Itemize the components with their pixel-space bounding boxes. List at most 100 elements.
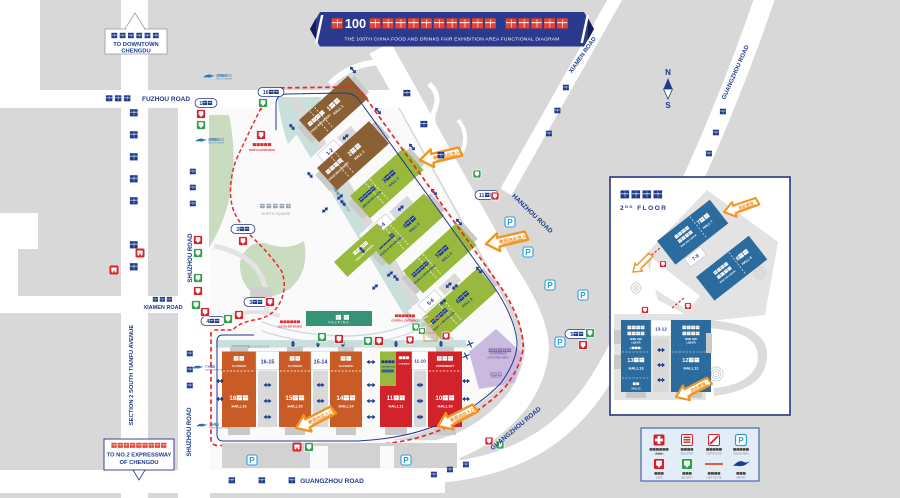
svg-text:GUANGZHOU ROAD STATION: GUANGZHOU ROAD STATION [205,368,226,371]
svg-text:10: 10 [435,395,442,402]
svg-text:P: P [249,456,255,465]
svg-text:16-15: 16-15 [261,360,275,366]
svg-text:SHUZHOU ROAD: SHUZHOU ROAD [187,407,193,457]
svg-text:LIQUOR: LIQUOR [631,342,641,345]
svg-text:P: P [525,248,531,257]
svg-text:LEISURE FOOD: LEISURE FOOD [381,367,395,369]
svg-text:P: P [580,291,586,300]
svg-text:): ) [641,346,642,350]
svg-text:THE 100TH CHINA FOOD AND DRINK: THE 100TH CHINA FOOD AND DRINKS FAIR EXH… [344,37,559,43]
svg-text:3: 3 [249,300,252,306]
svg-text:BUS STOP: BUS STOP [681,453,693,456]
svg-text:GATE: GATE [656,477,663,480]
svg-text:15-14: 15-14 [314,360,328,366]
svg-text:HALL 7: HALL 7 [702,220,714,230]
svg-text:HALL12: HALL12 [683,366,699,371]
svg-text:2ND FLOOR: 2ND FLOOR [620,204,667,212]
svg-text:SOCIAL PARK: SOCIAL PARK [733,453,749,456]
svg-text:12: 12 [682,358,688,364]
svg-text:2: 2 [236,227,239,233]
svg-text:WINE AND: WINE AND [685,338,697,341]
svg-text:7: 7 [696,220,702,227]
svg-text:HALL10: HALL10 [437,404,453,409]
svg-text:HALL 3: HALL 3 [388,176,400,187]
svg-text:CHENGDU: CHENGDU [121,49,150,55]
svg-text:): ) [663,453,664,456]
svg-text:CORRIDOR: CORRIDOR [250,345,270,349]
svg-text:NORTH SQUARE: NORTH SQUARE [262,212,291,216]
svg-text:广州路站: 广州路站 [205,365,216,369]
svg-text:14: 14 [336,395,343,402]
svg-text:16: 16 [229,395,236,402]
svg-text:8: 8 [735,255,742,262]
svg-text:P: P [403,456,409,465]
svg-text:GUANGZHOU ROAD STATION: GUANGZHOU ROAD STATION [209,426,230,429]
svg-text:METRO: METRO [737,477,746,480]
svg-text:15: 15 [285,395,292,402]
svg-text:CONDIMENT: CONDIMENT [398,364,410,366]
svg-text:5: 5 [570,332,573,338]
svg-text:(: ( [655,453,656,456]
svg-text:西博城站F口: 西博城站F口 [216,74,232,78]
svg-text:9: 9 [490,372,493,378]
svg-text:NORTH ENTRANCE: NORTH ENTRANCE [249,148,275,152]
svg-text:P: P [557,338,563,347]
svg-text:N: N [665,68,671,77]
svg-text:HALL16: HALL16 [231,404,247,409]
svg-text:5: 5 [434,252,442,260]
svg-text:S: S [665,101,671,110]
svg-text:HALL 1: HALL 1 [332,104,344,115]
svg-text:ACTIVITIES AREA: ACTIVITIES AREA [487,357,509,360]
svg-text:SOUTH ENTRANCE: SOUTH ENTRANCE [278,325,302,329]
svg-text:HALL14: HALL14 [338,404,354,409]
svg-text:P: P [507,218,513,227]
svg-text:PACKING: PACKING [328,321,349,325]
svg-text:100: 100 [345,16,366,31]
svg-text:LIQUOR: LIQUOR [686,342,696,345]
svg-text:VISIT ROUTE: VISIT ROUTE [707,477,722,480]
svg-text:TO DOWNTOWN: TO DOWNTOWN [113,42,159,48]
svg-text:ALCOHOL: ALCOHOL [288,364,303,368]
svg-text:ALCOHOL: ALCOHOL [339,364,354,368]
svg-text:FUZHOU ROAD: FUZHOU ROAD [142,96,190,103]
svg-text:16: 16 [263,90,269,96]
svg-text:西博城站C口: 西博城站C口 [208,138,224,142]
svg-text:SECURITY: SECURITY [681,477,693,480]
svg-text:TO NO.2 EXPRESSWAY: TO NO.2 EXPRESSWAY [107,453,172,459]
svg-text:HALL 4: HALL 4 [408,222,420,233]
svg-text:XIAMEN ROAD: XIAMEN ROAD [143,305,182,311]
svg-text:HALL9: HALL9 [491,375,501,379]
svg-text:由此参观: 由此参观 [738,201,754,211]
svg-text:SECTION 2 SOUTH TIANFU AVENUE: SECTION 2 SOUTH TIANFU AVENUE [129,325,135,426]
svg-text:1: 1 [199,101,202,107]
svg-text:GUANGZHOU ROAD: GUANGZHOU ROAD [300,478,364,485]
svg-text:CONFERENCE: CONFERENCE [489,353,507,356]
svg-text:(: ( [630,346,631,350]
svg-text:13-12: 13-12 [655,327,667,332]
svg-text:CERTIFICATE: CERTIFICATE [706,453,722,456]
svg-text:11: 11 [387,396,394,402]
svg-text:4: 4 [402,222,410,230]
svg-text:6: 6 [455,297,463,305]
svg-text:HALL 8: HALL 8 [741,256,753,266]
svg-text:HALL 2: HALL 2 [353,150,365,161]
svg-text:11-10: 11-10 [414,359,426,364]
svg-text:11: 11 [479,193,485,199]
svg-text:3: 3 [381,177,389,185]
svg-text:ALCOHOL: ALCOHOL [232,364,247,368]
svg-text:EXPO CITY STATION: EXPO CITY STATION [216,78,232,81]
svg-text:HALL11: HALL11 [389,404,405,409]
svg-text:1-2: 1-2 [325,147,335,157]
svg-text:4: 4 [206,319,209,325]
svg-text:EXPO CITY STATION: EXPO CITY STATION [208,142,224,145]
svg-text:5-6: 5-6 [426,297,436,307]
svg-text:SHUZHOU ROAD: SHUZHOU ROAD [188,233,194,283]
svg-text:HALL15: HALL15 [287,404,303,409]
svg-text:HALL13: HALL13 [631,388,641,391]
svg-text:3-4: 3-4 [377,221,387,231]
svg-text:HALL13: HALL13 [628,366,644,371]
svg-text:CONDIMENT: CONDIMENT [436,364,454,368]
svg-text:WINE AND: WINE AND [630,338,642,341]
svg-text:P: P [547,281,553,290]
svg-text:7-8: 7-8 [691,253,700,262]
